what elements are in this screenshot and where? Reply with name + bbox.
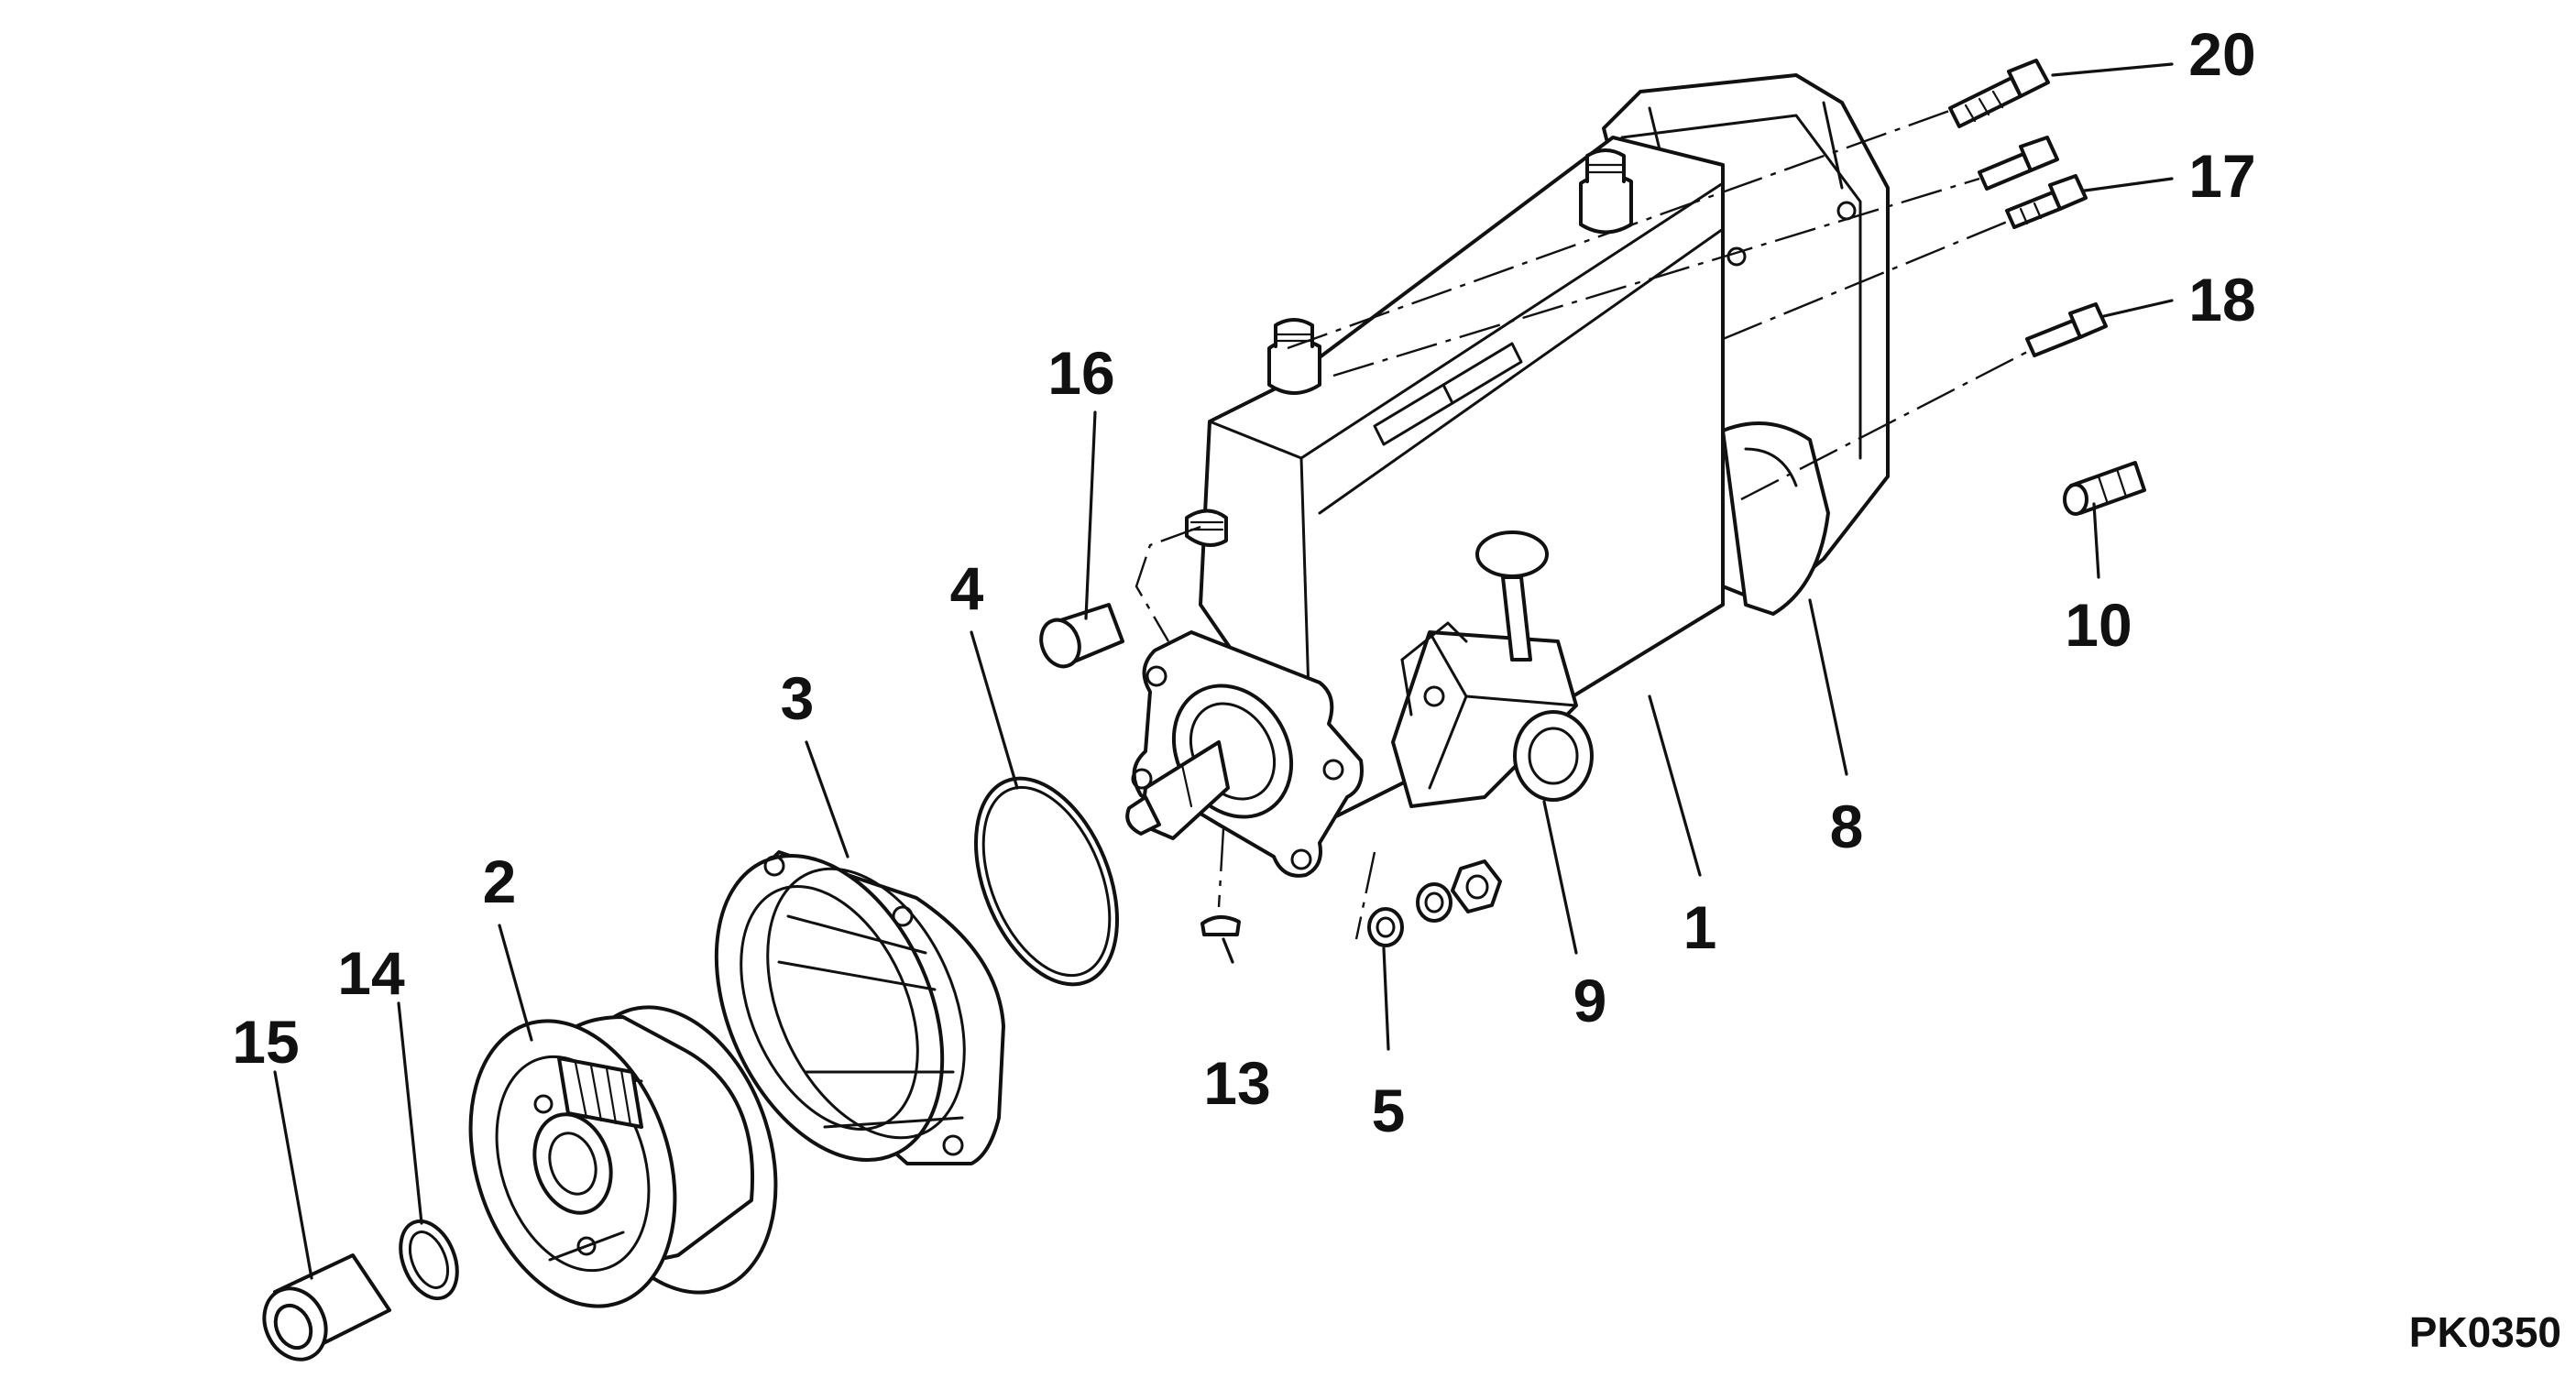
callout-3: 3: [781, 664, 815, 732]
callout-18: 18: [2188, 266, 2255, 334]
leader-lines: [273, 62, 2174, 1280]
callout-5: 5: [1372, 1077, 1406, 1144]
diagram-code: PK0350: [2409, 1308, 2561, 1356]
callout-10: 10: [2065, 591, 2132, 659]
callout-16: 16: [1047, 339, 1114, 407]
bolt-20: [1948, 59, 2050, 128]
callout-13: 13: [1203, 1049, 1270, 1117]
sleeve-15: [262, 1253, 391, 1362]
bolt-17: [2005, 174, 2088, 229]
callout-1: 1: [1683, 893, 1717, 961]
callout-17: 17: [2188, 142, 2255, 210]
callout-15: 15: [232, 1008, 299, 1076]
callout-14: 14: [337, 939, 405, 1007]
callout-9: 9: [1573, 967, 1607, 1034]
washer-set-5: [1367, 859, 1502, 947]
key-13: [1200, 915, 1241, 936]
callout-8: 8: [1830, 793, 1864, 860]
callout-20: 20: [2188, 20, 2255, 88]
o-ring: [973, 776, 1120, 987]
bolt-19: [1978, 136, 2059, 191]
callout-4: 4: [950, 554, 984, 622]
pin-10: [2063, 461, 2146, 516]
callout-labels: 1 2 3 4 5 8 9 10 13 14 15 16 17 18 20: [232, 20, 2255, 1144]
drive-gear: [468, 1005, 778, 1308]
cap-16: [1039, 603, 1124, 669]
snap-ring-14: [399, 1219, 459, 1301]
callout-2: 2: [483, 848, 517, 915]
gear-housing: [714, 850, 1005, 1165]
pump-body: [1125, 73, 1890, 878]
assembly-lines: [1135, 108, 2035, 940]
bolt-18: [2025, 302, 2108, 357]
